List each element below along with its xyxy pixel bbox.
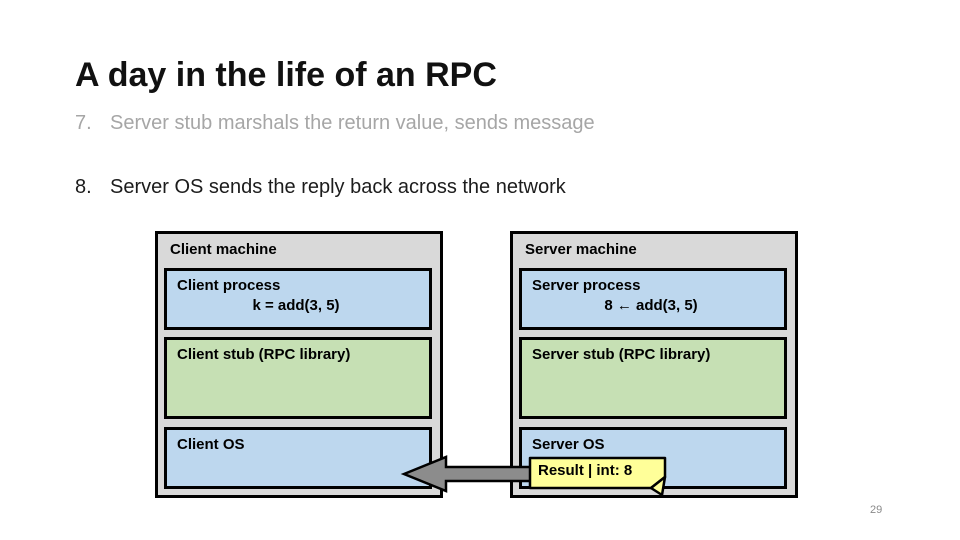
result-note: Result | int: 8	[528, 456, 670, 500]
result-note-text: Result | int: 8	[538, 462, 633, 479]
client-os-label: Client OS	[177, 436, 245, 453]
client-process-box: Client process k = add(3, 5)	[164, 268, 432, 330]
folded-note-icon	[528, 456, 667, 497]
server-process-label: Server process	[532, 277, 641, 294]
step-8-number: 8.	[75, 176, 92, 198]
client-os-box: Client OS	[164, 427, 432, 489]
server-process-box: Server process 8 ← add(3, 5)	[519, 268, 787, 330]
step-7-text: Server stub marshals the return value, s…	[110, 112, 595, 134]
step-8-text: Server OS sends the reply back across th…	[110, 176, 566, 198]
page-number: 29	[870, 504, 883, 516]
server-stub-label: Server stub (RPC library)	[532, 346, 711, 363]
server-process-detail: 8 ← add(3, 5)	[604, 297, 698, 314]
step-7: 7. Server stub marshals the return value,…	[75, 112, 595, 135]
server-os-label: Server OS	[532, 436, 605, 453]
client-stub-label: Client stub (RPC library)	[177, 346, 351, 363]
client-stub-box: Client stub (RPC library)	[164, 337, 432, 419]
server-machine-title: Server machine	[525, 241, 637, 258]
client-machine-box: Client machine Client process k = add(3,…	[155, 231, 443, 498]
client-machine-title: Client machine	[170, 241, 277, 258]
client-process-detail: k = add(3, 5)	[252, 297, 340, 314]
page-title: A day in the life of an RPC	[75, 56, 497, 94]
step-8: 8. Server OS sends the reply back across …	[75, 176, 566, 199]
step-7-number: 7.	[75, 112, 92, 134]
server-stub-box: Server stub (RPC library)	[519, 337, 787, 419]
client-process-label: Client process	[177, 277, 281, 294]
